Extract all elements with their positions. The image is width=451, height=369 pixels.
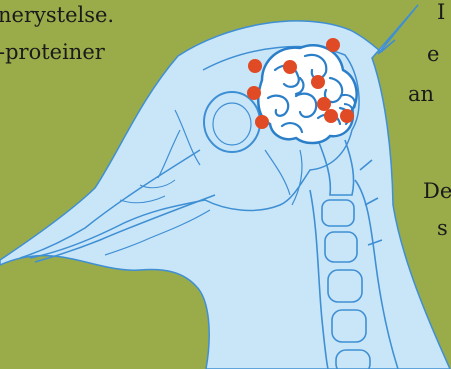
dot [324, 109, 338, 123]
dot [247, 86, 261, 100]
dot [340, 109, 354, 123]
dot [317, 97, 331, 111]
dot [283, 60, 297, 74]
dot [255, 115, 269, 129]
dot [311, 75, 325, 89]
dot [326, 38, 340, 52]
dot [248, 59, 262, 73]
